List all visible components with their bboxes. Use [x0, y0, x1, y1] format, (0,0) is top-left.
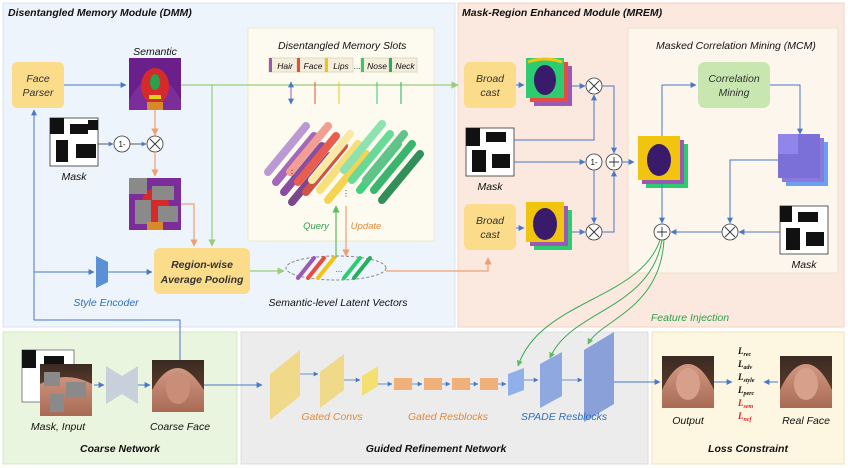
loss-term-rec: Lrec [737, 346, 751, 358]
loss-term-sem: Lsem [737, 398, 753, 410]
svg-text:⋮: ⋮ [288, 169, 296, 178]
multiply-op-mcm [721, 223, 739, 241]
gated-resblocks [394, 378, 498, 390]
arrow-mult-bottom-to-add [602, 170, 617, 233]
arrow-latent-to-broadcast [386, 257, 492, 272]
arrow-map-to-mult [727, 159, 778, 224]
slot-arrows [288, 81, 402, 105]
slot-hair: Hair [277, 61, 294, 71]
memory-slot-tabs [268, 57, 418, 73]
mask-label-mcm: Mask [791, 259, 817, 271]
style-encoder-shape [96, 256, 108, 288]
semantic-map-image [129, 58, 181, 110]
output-label: Output [672, 415, 705, 427]
resblock-arrows [300, 371, 507, 387]
broadcast-bottom-2: cast [480, 229, 500, 241]
multiply-op-bottom [585, 223, 603, 241]
loss-term-adv: Ladv [737, 359, 753, 371]
mask-image-mrem [465, 127, 515, 177]
loss-title: Loss Constraint [708, 443, 788, 455]
slot-face: Face [304, 61, 323, 71]
svg-text:⋮: ⋮ [342, 189, 350, 198]
broadcast-bottom-1: Broad [476, 215, 505, 227]
multiply-op-dmm [146, 135, 164, 153]
feature-stack-top [526, 57, 572, 106]
rap-label-1: Region-wise [171, 259, 233, 271]
mask-image-mcm [779, 205, 829, 255]
face-parser-label-1: Face [26, 73, 50, 85]
slot-nose: Nose [367, 61, 387, 71]
correlation-label-1: Correlation [708, 73, 760, 85]
arrow-coarse-branch [34, 319, 181, 362]
broadcast-top-1: Broad [476, 73, 505, 85]
broadcast-bottom-box [464, 204, 516, 250]
correlation-map-stack [778, 134, 828, 186]
dmm-title: Disentangled Memory Module (DMM) [8, 7, 192, 19]
coarse-network-title: Coarse Network [80, 443, 161, 455]
masked-semantic-image [129, 178, 181, 230]
query-label: Query [303, 221, 330, 232]
arrow-corr-to-map [770, 84, 803, 135]
semantic-label: Semantic [133, 46, 178, 58]
mask-input-image [21, 349, 92, 416]
slot-lips: Lips [333, 61, 349, 71]
spade-resblocks-label: SPADE Resblocks [521, 411, 608, 423]
face-parser-label-2: Parser [23, 87, 54, 99]
arrow-masked-to-pooling [181, 203, 198, 247]
feature-injection-label: Feature Injection [651, 312, 729, 324]
mrem-title: Mask-Region Enhanced Module (MREM) [462, 7, 663, 19]
feature-stack-bottom [526, 202, 572, 250]
latent-vectors: ... [285, 255, 387, 281]
slot-ellipsis: ... [354, 62, 361, 71]
svg-text:...: ... [336, 265, 343, 274]
slot-neck: Neck [395, 61, 415, 71]
broadcast-top-box [464, 62, 516, 108]
add-op-mcm [653, 223, 671, 241]
coarse-face-label: Coarse Face [150, 421, 210, 433]
face-parser-box [12, 62, 64, 108]
gated-convs-label: Gated Convs [301, 411, 363, 423]
mask-input-label: Mask, Input [31, 421, 86, 433]
latent-vectors-label: Semantic-level Latent Vectors [268, 297, 408, 309]
broadcast-top-2: cast [480, 87, 500, 99]
mcm-title: Masked Correlation Mining (MCM) [656, 40, 816, 52]
fused-feature-stack [638, 136, 688, 188]
arrow-fused-to-corr [661, 82, 697, 136]
feature-injection-arrows [516, 239, 665, 367]
mask-image-dmm [49, 117, 99, 167]
correlation-box [698, 62, 770, 108]
one-minus-label-mrem: 1- [590, 158, 597, 167]
add-op-mrem [605, 153, 623, 171]
loss-term-style: Lstyle [737, 372, 755, 384]
rap-label-2: Average Pooling [160, 274, 244, 286]
slots-title: Disentangled Memory Slots [278, 40, 407, 52]
one-minus-label-dmm: 1- [118, 140, 125, 149]
output-image [662, 356, 714, 408]
multiply-op-top [585, 77, 603, 95]
memory-slots-stacks: ⋮ ⋮ [264, 120, 424, 206]
arrow-mask-to-mult-top [514, 94, 597, 141]
loss-term-ncf: Lncf [737, 411, 753, 423]
gated-resblocks-label: Gated Resblocks [408, 411, 489, 423]
rap-box [154, 248, 250, 294]
spade-resblocks [508, 332, 614, 422]
loss-term-perc: Lperc [737, 385, 754, 397]
coarse-network-shape [106, 366, 138, 404]
style-encoder-label: Style Encoder [73, 297, 139, 309]
gated-convs-blocks [270, 350, 378, 420]
real-face-image [780, 356, 832, 408]
coarse-face-image [152, 360, 204, 412]
arrow-mult-top-to-add [602, 85, 617, 154]
correlation-label-2: Mining [719, 87, 750, 99]
refine-title: Guided Refinement Network [366, 443, 508, 455]
refine-panel [240, 331, 649, 465]
real-face-label: Real Face [782, 415, 830, 427]
mask-label-dmm: Mask [61, 171, 87, 183]
mask-label-mrem: Mask [477, 181, 503, 193]
update-label: Update [351, 221, 382, 232]
